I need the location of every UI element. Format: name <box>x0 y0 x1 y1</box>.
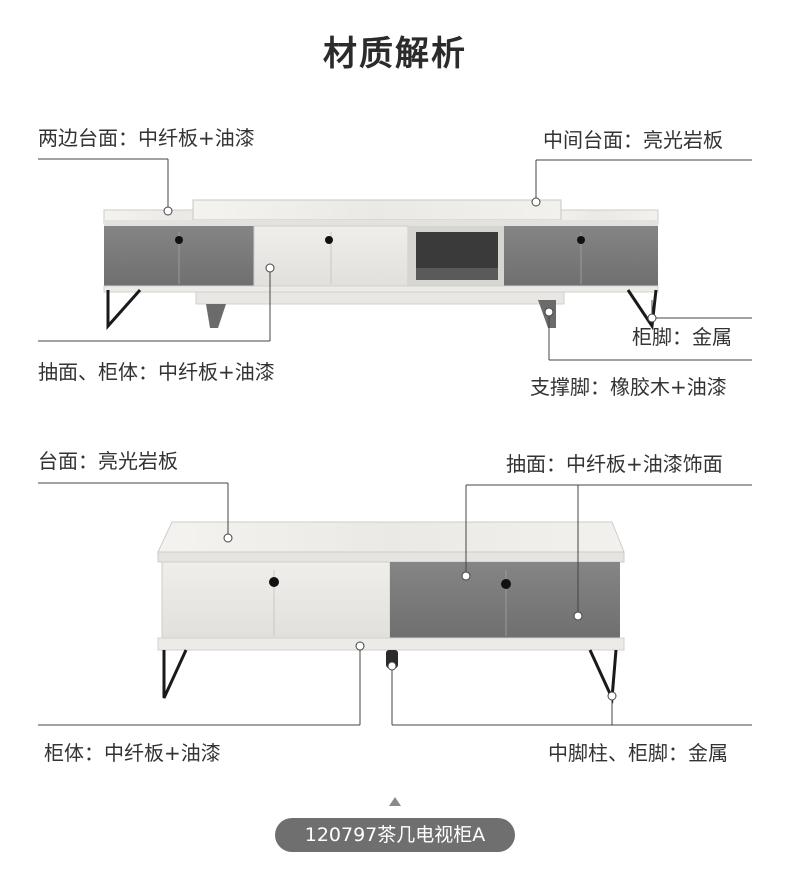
coffee-table-drawer-grey <box>390 562 620 638</box>
triangle-up-icon <box>389 797 401 806</box>
label-drawer-body: 抽面、柜体：中纤板+油漆 <box>38 360 275 384</box>
label-drawer-face: 抽面：中纤板+油漆饰面 <box>506 452 723 476</box>
label-table-body: 柜体：中纤板+油漆 <box>44 741 221 765</box>
knob-icon <box>175 236 183 244</box>
tv-cabinet-metal-leg <box>626 289 658 331</box>
coffee-table <box>157 521 625 704</box>
label-middle-top: 中间台面：亮光岩板 <box>543 128 723 152</box>
tv-cabinet <box>103 199 659 331</box>
tv-cabinet-leader-lines <box>38 158 752 361</box>
page-title: 材质解析 <box>323 34 467 74</box>
knob-icon <box>577 236 585 244</box>
coffee-table-metal-leg <box>162 649 188 699</box>
knob-icon <box>501 579 511 589</box>
knob-icon <box>269 577 279 587</box>
coffee-table-metal-leg <box>588 649 618 704</box>
tv-cabinet-support-foot <box>206 304 226 328</box>
label-side-top: 两边台面：中纤板+油漆 <box>38 126 255 150</box>
tv-cabinet-middle-top <box>192 199 562 221</box>
label-cabinet-feet: 柜脚：金属 <box>632 325 732 349</box>
label-table-feet: 中脚柱、柜脚：金属 <box>548 741 728 765</box>
product-name-badge[interactable]: 120797茶几电视柜A <box>275 818 515 852</box>
tv-cabinet-metal-leg <box>106 289 142 330</box>
label-support-feet: 支撑脚：橡胶木+油漆 <box>530 375 727 399</box>
coffee-table-leader-lines <box>38 482 752 726</box>
coffee-table-drawer-white <box>161 561 391 639</box>
label-table-top: 台面：亮光岩板 <box>38 449 178 473</box>
knob-icon <box>325 236 333 244</box>
